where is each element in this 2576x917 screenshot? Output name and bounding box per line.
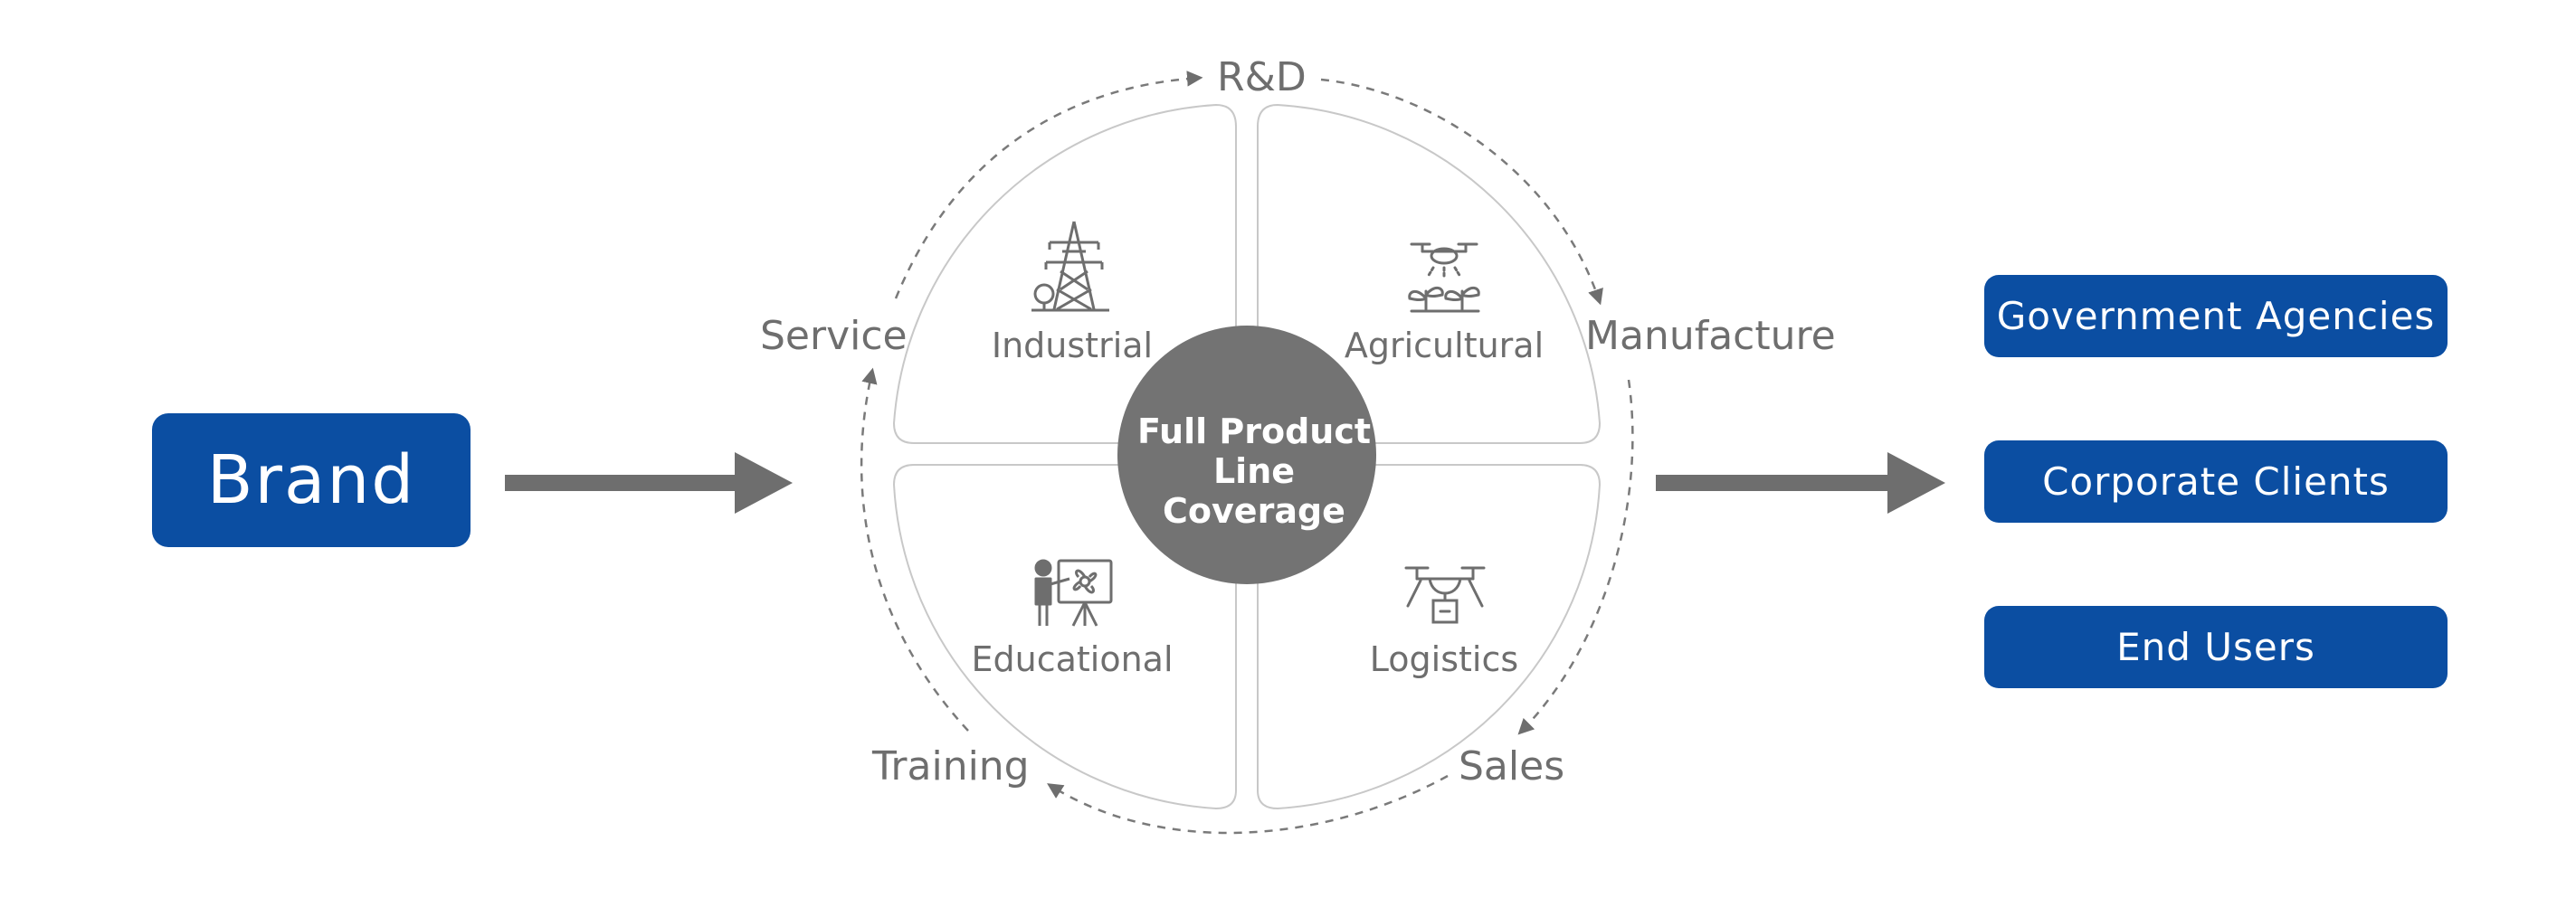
quadrant-educational-outline — [892, 464, 1237, 810]
quadrant-industrial-outline — [892, 103, 1237, 444]
quadrant-agricultural-outline — [1257, 103, 1602, 444]
center-circle — [1117, 326, 1376, 584]
brand-flow-arrow — [505, 452, 793, 514]
client-label: End Users — [2116, 625, 2315, 669]
cycle-arrow-sales-to-training — [1047, 774, 1449, 835]
segment-label-educational: Educational — [971, 639, 1174, 679]
client-box-corporate-clients: Corporate Clients — [1984, 440, 2448, 523]
cycle-label-manufacture: Manufacture — [1585, 313, 1836, 359]
instructor-board-icon — [1034, 559, 1113, 627]
cycle-label-sales: Sales — [1459, 743, 1565, 789]
quadrant-logistics-outline — [1257, 464, 1602, 810]
center-label-line1: Full Product — [1136, 411, 1372, 451]
center-label: Full Product Line Coverage — [1118, 411, 1390, 531]
cycle-arrow-manufacture-to-sales — [1517, 379, 1634, 735]
cycle-label-training: Training — [872, 743, 1030, 789]
client-box-government-agencies: Government Agencies — [1984, 275, 2448, 357]
segment-label-logistics: Logistics — [1369, 639, 1519, 679]
clients-flow-arrow — [1656, 452, 1945, 514]
power-tower-icon — [1031, 221, 1109, 312]
cycle-arrow-service-to-rd — [894, 71, 1203, 299]
client-label: Corporate Clients — [2042, 459, 2390, 504]
client-box-end-users: End Users — [1984, 606, 2448, 688]
brand-label: Brand — [206, 441, 416, 519]
cycle-arrow-training-to-service — [860, 367, 969, 732]
segment-label-industrial: Industrial — [991, 326, 1154, 365]
center-label-line2: Line Coverage — [1163, 451, 1345, 531]
delivery-drone-icon — [1404, 566, 1486, 624]
segment-label-agricultural: Agricultural — [1344, 326, 1545, 365]
brand-box: Brand — [152, 413, 471, 547]
client-label: Government Agencies — [1996, 294, 2436, 338]
cycle-label-service: Service — [760, 313, 908, 359]
spray-drone-icon — [1408, 242, 1480, 313]
cycle-arrow-rd-to-manufacture — [1320, 78, 1603, 306]
cycle-label-rd: R&D — [1217, 54, 1307, 100]
